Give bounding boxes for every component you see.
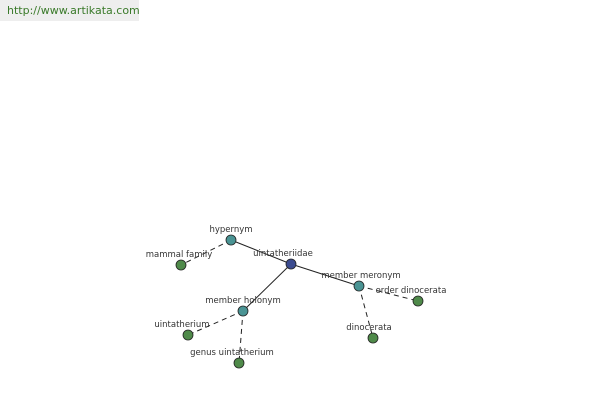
labels-layer: uintatheriidae hypernym member meronym memb… [146, 225, 447, 358]
node-uintatherium[interactable] [182, 329, 194, 341]
node-hypernym[interactable] [225, 234, 237, 246]
node-member-meronym[interactable] [353, 280, 365, 292]
edge-uintatheriidae-to-member-holonym [242, 263, 292, 312]
edges-layer [180, 239, 419, 364]
node-label-hypernym[interactable]: hypernym [209, 225, 252, 235]
node-label-dinocerata[interactable]: dinocerata [346, 323, 392, 333]
edge-member-meronym-to-order-dinocerata [358, 285, 419, 302]
node-mammal-family[interactable] [175, 259, 187, 271]
site-url[interactable]: http://www.artikata.com [0, 0, 140, 21]
node-member-holonym[interactable] [237, 305, 249, 317]
edge-uintatheriidae-to-hypernym [230, 239, 292, 265]
edge-uintatheriidae-to-member-meronym [290, 263, 360, 287]
node-label-uintatheriidae[interactable]: uintatheriidae [253, 249, 313, 259]
node-label-order-dinocerata[interactable]: order dinocerata [376, 286, 447, 296]
node-dinocerata[interactable] [367, 332, 379, 344]
node-label-uintatherium[interactable]: uintatherium [154, 320, 209, 330]
node-order-dinocerata[interactable] [412, 295, 424, 307]
node-label-genus-uintatherium[interactable]: genus uintatherium [190, 348, 274, 358]
node-label-mammal-family[interactable]: mammal family [146, 250, 213, 260]
node-uintatheriidae[interactable] [285, 258, 297, 270]
node-genus-uintatherium[interactable] [233, 357, 245, 369]
edge-member-holonym-to-uintatherium [187, 310, 244, 336]
edge-hypernym-to-mammal-family [180, 239, 232, 266]
node-label-member-meronym[interactable]: member meronym [321, 271, 400, 281]
nodes-layer [175, 234, 424, 369]
node-label-member-holonym[interactable]: member holonym [205, 296, 280, 306]
